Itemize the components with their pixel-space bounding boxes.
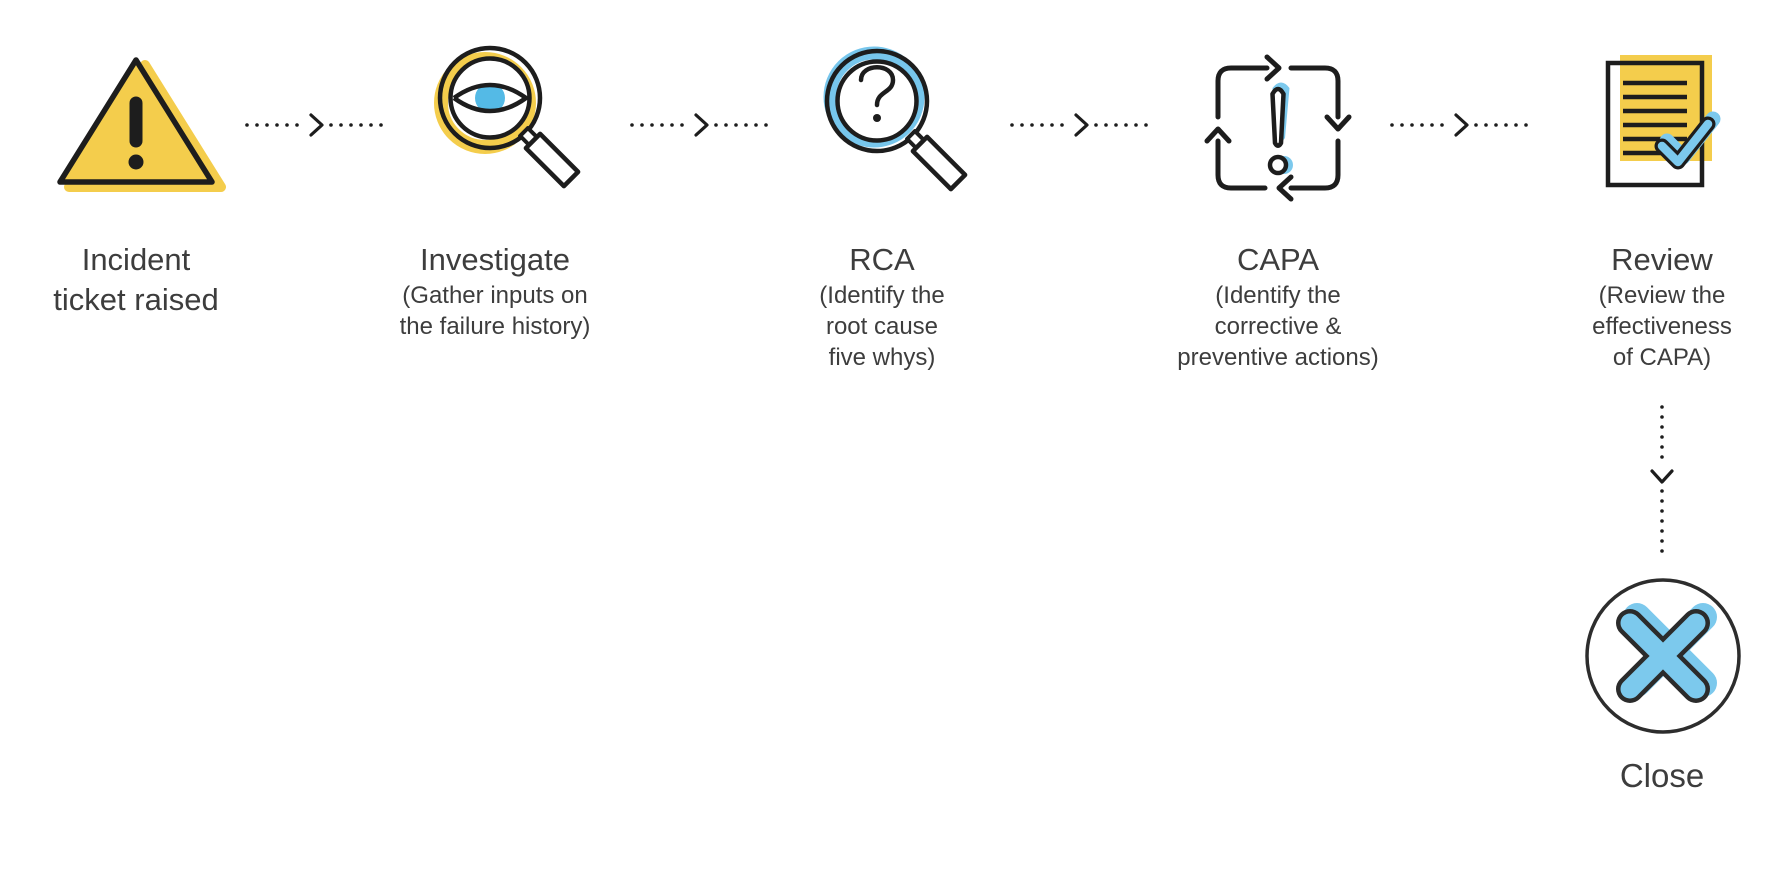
- step-title: CAPA: [1236, 242, 1320, 277]
- step-subtitle: (Review the effectiveness of CAPA): [1592, 282, 1732, 371]
- flow-arrow-1: [244, 112, 396, 138]
- flow-arrow-3: [1009, 112, 1161, 138]
- cycle-exclamation-icon: [1128, 0, 1428, 240]
- step-rca: RCA (Identify the root cause five whys): [732, 0, 1032, 373]
- step-incident: Incident ticket raised: [0, 0, 286, 320]
- magnifier-question-icon: [732, 0, 1032, 240]
- flow-arrow-2: [629, 112, 781, 138]
- step-capa: CAPA (Identify the corrective & preventi…: [1128, 0, 1428, 373]
- step-review: Review (Review the effectiveness of CAPA…: [1512, 0, 1772, 373]
- step-title: Investigate: [420, 242, 570, 277]
- step-title: Incident ticket raised: [53, 242, 219, 317]
- step-title: RCA: [849, 242, 915, 277]
- step-subtitle: (Identify the root cause five whys): [819, 282, 945, 371]
- circle-cross-icon: [1579, 572, 1747, 740]
- end-step-label: Close: [1619, 757, 1705, 794]
- step-subtitle: (Identify the corrective & preventive ac…: [1177, 282, 1379, 371]
- document-check-icon: [1512, 0, 1772, 240]
- step-investigate: Investigate (Gather inputs on the failur…: [345, 0, 645, 342]
- flow-arrow-down: [1649, 402, 1675, 560]
- flow-arrow-4: [1389, 112, 1541, 138]
- warning-triangle-icon: [0, 0, 286, 240]
- step-subtitle: (Gather inputs on the failure history): [399, 282, 591, 340]
- step-title: Review: [1611, 242, 1713, 277]
- magnifier-eye-icon: [345, 0, 645, 240]
